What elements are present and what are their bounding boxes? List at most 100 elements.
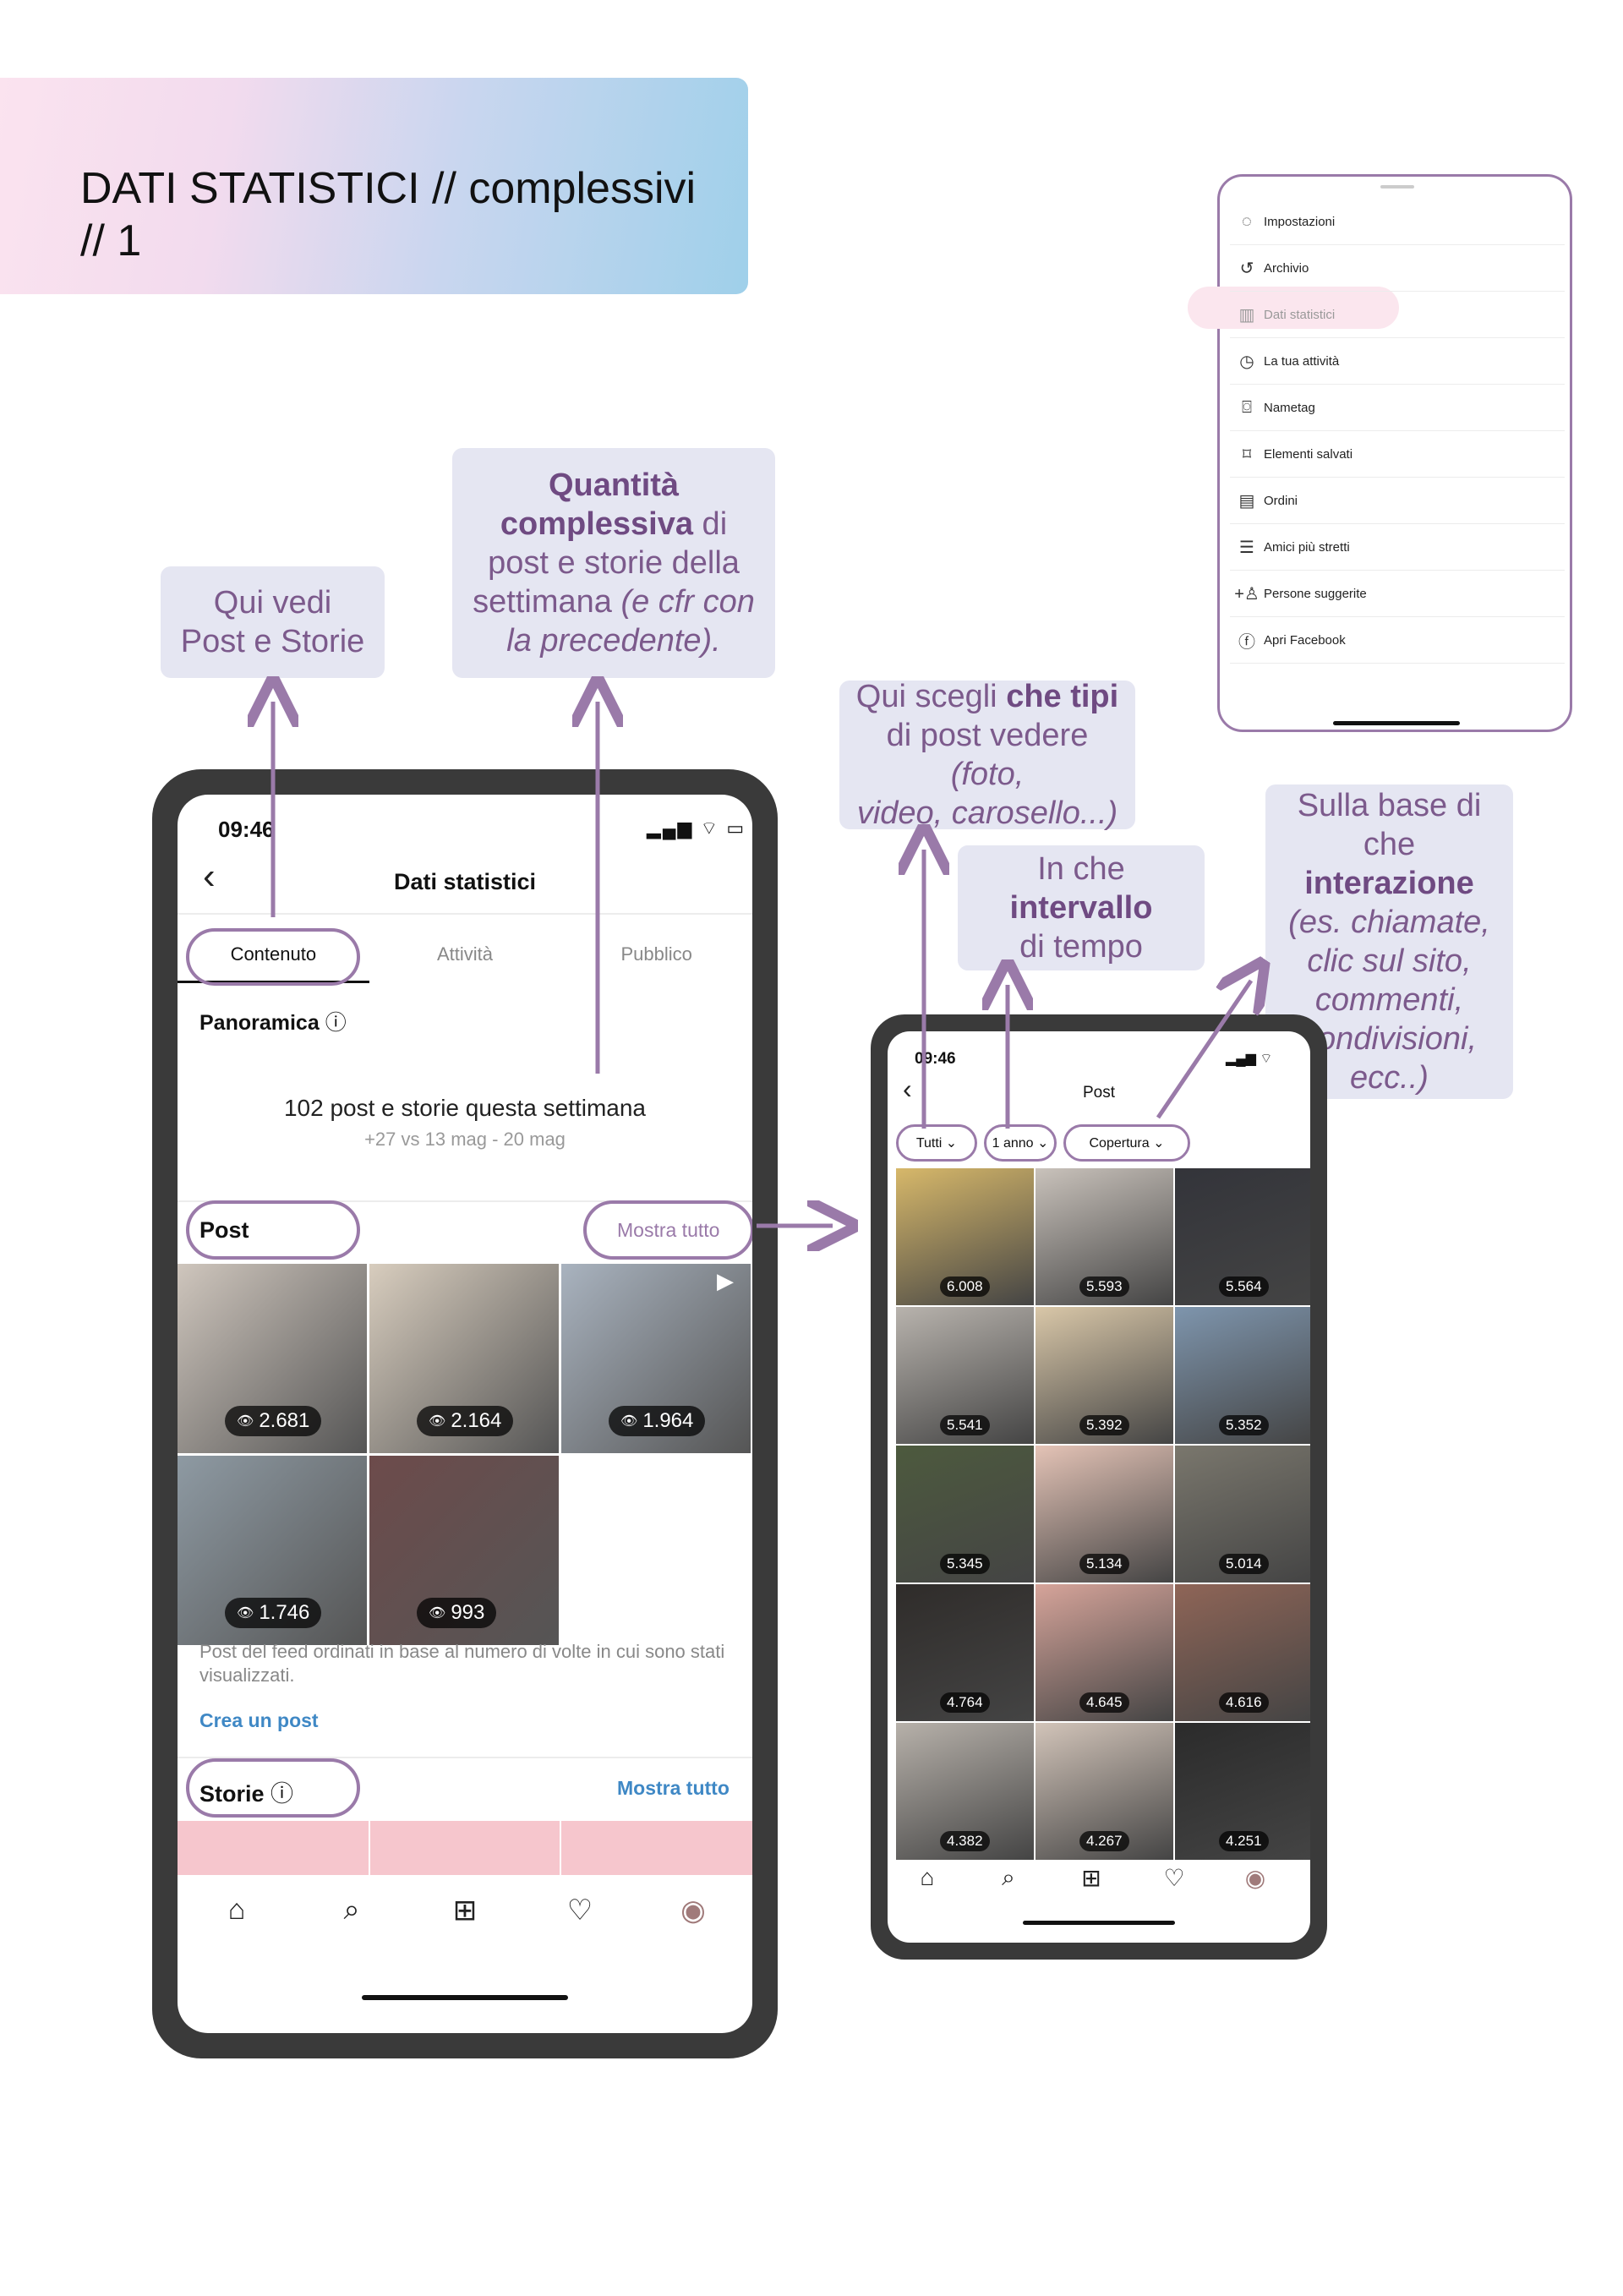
post-thumbnail[interactable]: 👁 2.681 xyxy=(178,1264,367,1453)
post-thumbnail[interactable]: 5.564 xyxy=(1175,1168,1310,1305)
post-thumbnail[interactable]: 5.541 xyxy=(896,1307,1034,1444)
add-icon[interactable]: ⊞ xyxy=(1081,1865,1101,1891)
eye-icon: 👁 xyxy=(237,1414,254,1429)
menu-item-label: Persone suggerite xyxy=(1264,586,1367,601)
post-thumbnail[interactable]: 👁1.964 xyxy=(561,1264,751,1453)
filter-period-dropdown[interactable]: 1 anno ⌄ xyxy=(984,1124,1057,1162)
tab-pubblico[interactable]: Pubblico xyxy=(620,943,692,965)
menu-item[interactable]: ⌼Nametag xyxy=(1230,385,1565,431)
reach-count-badge: 4.616 xyxy=(1219,1692,1269,1713)
menu-item[interactable]: ◷La tua attività xyxy=(1230,338,1565,385)
story-thumbnail[interactable] xyxy=(370,1821,560,1875)
menu-item[interactable]: ⓕ Apri Facebook xyxy=(1230,617,1565,664)
menu-item-label: Ordini xyxy=(1264,493,1298,508)
heart-icon[interactable]: ♡ xyxy=(566,1894,593,1927)
page-title: DATI STATISTICI // complessivi // 1 xyxy=(80,162,696,267)
menu-item-icon: ⌑ xyxy=(1242,445,1252,464)
post-thumbnail[interactable]: 4.616 xyxy=(1175,1584,1310,1721)
heart-icon[interactable]: ♡ xyxy=(1163,1865,1185,1891)
callout-text: complessiva xyxy=(500,506,693,542)
story-thumbnail[interactable] xyxy=(561,1821,752,1875)
search-icon[interactable]: ⌕ xyxy=(1002,1864,1015,1890)
callout-text: condivisioni, xyxy=(1302,1021,1477,1057)
menu-item-icon: ▥ xyxy=(1238,305,1255,325)
menu-item[interactable]: ↺Archivio xyxy=(1230,245,1565,292)
menu-item-label: Apri Facebook xyxy=(1264,632,1346,648)
menu-item[interactable]: ▥Dati statistici xyxy=(1230,292,1565,338)
home-icon[interactable]: ⌂ xyxy=(920,1864,935,1890)
callout-text: settimana xyxy=(473,584,621,620)
story-thumbnail[interactable] xyxy=(178,1821,369,1875)
show-all-posts-link[interactable]: Mostra tutto xyxy=(617,1219,720,1241)
callout-post-storie: Qui vedi Post e Storie xyxy=(161,566,385,678)
callout-text: Qui scegli xyxy=(855,679,1007,714)
info-icon[interactable]: ⓘ xyxy=(270,1781,294,1807)
menu-item-label: Nametag xyxy=(1264,400,1315,415)
callout-text: che xyxy=(1363,827,1416,862)
menu-item[interactable]: ▤Ordini xyxy=(1230,478,1565,524)
tab-contenuto[interactable]: Contenuto xyxy=(230,943,317,965)
reach-count-badge: 5.134 xyxy=(1079,1554,1129,1574)
post-thumbnail[interactable]: 4.382 xyxy=(896,1723,1034,1860)
menu-highlight xyxy=(1188,287,1399,329)
eye-icon: 👁 xyxy=(620,1414,638,1429)
view-count: 2.681 xyxy=(259,1409,310,1432)
post-thumbnail[interactable]: 5.345 xyxy=(896,1446,1034,1583)
create-post-link[interactable]: Crea un post xyxy=(199,1709,319,1731)
post-thumbnail[interactable]: 5.593 xyxy=(1036,1168,1173,1305)
back-icon[interactable]: ‹ xyxy=(203,856,216,897)
post-thumbnail[interactable]: 4.645 xyxy=(1036,1584,1173,1721)
divider xyxy=(178,1757,752,1758)
home-icon[interactable]: ⌂ xyxy=(227,1894,246,1926)
post-thumbnail[interactable]: 4.764 xyxy=(896,1584,1034,1721)
profile-avatar-icon[interactable]: ◉ xyxy=(1244,1865,1266,1891)
view-count: 1.746 xyxy=(259,1601,310,1624)
post-thumbnail[interactable]: 👁2.164 xyxy=(369,1264,559,1453)
phone-mockup-main: 09:46 ▂▄▆ ⌔ ▭ ‹ Dati statistici Contenut… xyxy=(152,769,778,2058)
post-thumbnail[interactable]: 5.352 xyxy=(1175,1307,1310,1444)
reach-count-badge: 6.008 xyxy=(940,1276,990,1297)
reach-count-badge: 4.382 xyxy=(940,1831,990,1851)
post-thumbnail[interactable]: 👁993 xyxy=(369,1456,559,1645)
menu-item[interactable]: ⌑ Elementi salvati xyxy=(1230,431,1565,478)
profile-avatar-icon[interactable]: ◉ xyxy=(680,1894,706,1927)
summary-text: 102 post e storie questa settimana xyxy=(283,1095,647,1121)
menu-item-label: Elementi salvati xyxy=(1264,446,1353,462)
post-thumbnail[interactable]: 4.251 xyxy=(1175,1723,1310,1860)
show-all-stories-link[interactable]: Mostra tutto xyxy=(617,1777,730,1799)
post-thumbnail[interactable]: 5.134 xyxy=(1036,1446,1173,1583)
menu-item-icon: ◷ xyxy=(1239,352,1254,371)
menu-item-icon: ⓕ xyxy=(1238,632,1255,652)
filter-type-dropdown[interactable]: Tutti ⌄ xyxy=(896,1124,977,1162)
tab-attivita[interactable]: Attività xyxy=(436,943,494,965)
video-play-icon: ▶ xyxy=(717,1268,734,1293)
search-icon[interactable]: ⌕ xyxy=(343,1894,360,1926)
post-thumbnail[interactable]: 5.014 xyxy=(1175,1446,1310,1583)
info-icon[interactable]: ⓘ xyxy=(325,1011,347,1035)
filter-metric-dropdown[interactable]: Copertura ⌄ xyxy=(1063,1124,1190,1162)
title-line-1: DATI STATISTICI // complessivi xyxy=(80,164,697,213)
post-thumbnail[interactable]: 👁1.746 xyxy=(178,1456,367,1645)
view-count-badge: 👁1.964 xyxy=(609,1406,706,1436)
view-count-badge: 👁 2.681 xyxy=(225,1406,322,1436)
callout-text: la precedente). xyxy=(506,623,721,659)
eye-icon: 👁 xyxy=(429,1606,446,1621)
screen-title: Post xyxy=(1082,1084,1116,1102)
view-count-badge: 👁2.164 xyxy=(417,1406,514,1436)
eye-icon: 👁 xyxy=(429,1414,446,1429)
post-thumbnail[interactable]: 4.267 xyxy=(1036,1723,1173,1860)
post-thumbnail[interactable]: 6.008 xyxy=(896,1168,1034,1305)
add-icon[interactable]: ⊞ xyxy=(452,1894,478,1927)
reach-count-badge: 5.352 xyxy=(1219,1415,1269,1435)
menu-item[interactable]: ◌Impostazioni xyxy=(1230,199,1565,245)
menu-item[interactable]: +♙Persone suggerite xyxy=(1230,571,1565,617)
highlight-post-label xyxy=(186,1200,360,1260)
callout-intervallo: In che intervallo di tempo xyxy=(958,845,1205,970)
post-thumbnail[interactable]: 5.392 xyxy=(1036,1307,1173,1444)
menu-item-label: Amici più stretti xyxy=(1264,539,1350,555)
callout-text: che tipi xyxy=(1006,679,1119,714)
menu-item[interactable]: ☰Amici più stretti xyxy=(1230,524,1565,571)
menu-phone-mockup: ◌Impostazioni↺Archivio▥Dati statistici◷L… xyxy=(1188,174,1572,732)
back-icon[interactable]: ‹ xyxy=(903,1074,912,1104)
callout-text: post e storie della xyxy=(488,545,740,581)
